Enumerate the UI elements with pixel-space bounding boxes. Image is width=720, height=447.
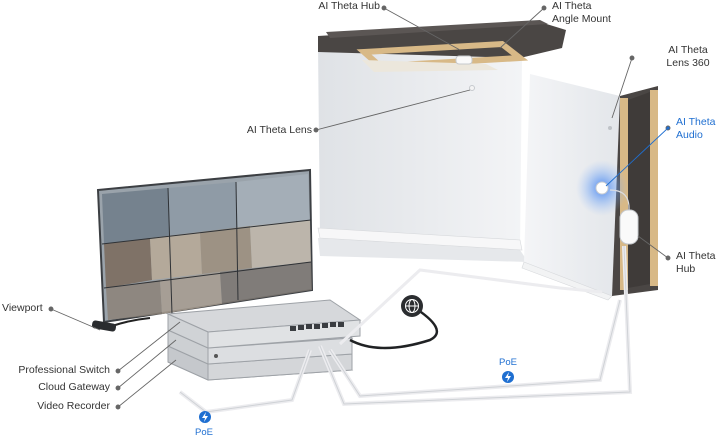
theta-lens-device <box>455 55 475 91</box>
poe-bolt-icon <box>199 411 211 423</box>
label-theta-hub-top: AI Theta Hub <box>318 0 380 12</box>
label-lens-360: AI Theta Lens 360 <box>666 44 710 69</box>
label-theta-audio: AI Theta Audio <box>676 116 716 141</box>
network-stack <box>166 299 362 381</box>
label-poe-right: PoE <box>499 357 517 368</box>
label-poe-left: PoE <box>195 427 213 438</box>
poe-bolt-icon <box>502 371 514 383</box>
label-theta-lens: AI Theta Lens <box>246 124 312 136</box>
label-video-recorder: Video Recorder <box>37 400 110 412</box>
label-angle-mount: AI Theta Angle Mount <box>552 0 611 25</box>
globe-icon <box>401 295 423 317</box>
side-wall <box>521 74 658 301</box>
theta-hub-device <box>609 189 639 245</box>
label-cloud-gateway: Cloud Gateway <box>38 381 110 393</box>
label-theta-hub-right: AI Theta Hub <box>676 250 716 275</box>
label-viewport: Viewport <box>2 302 43 314</box>
cables <box>178 245 633 415</box>
theta-audio-device <box>576 160 628 216</box>
label-professional-switch: Professional Switch <box>18 364 110 376</box>
theta-lens-360-device <box>608 126 612 130</box>
video-wall <box>96 168 314 324</box>
leader-lines <box>48 5 671 410</box>
